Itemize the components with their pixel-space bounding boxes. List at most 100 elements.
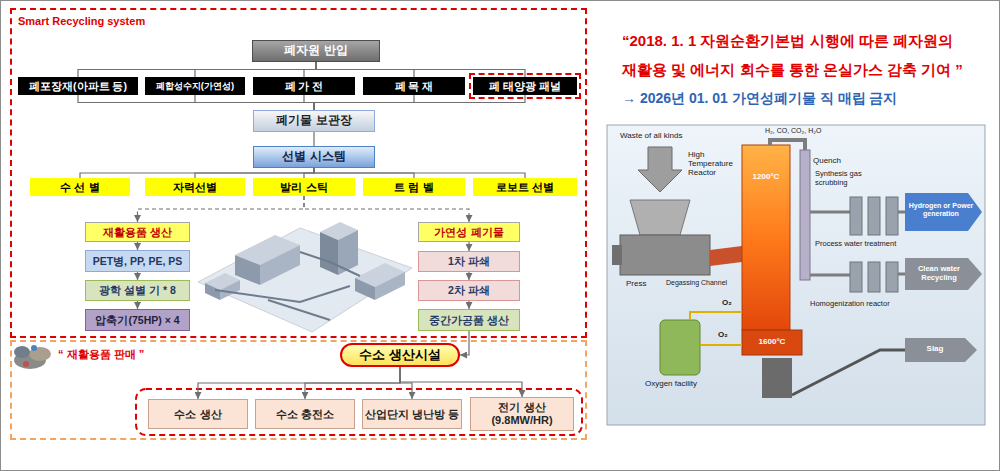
connector — [304, 196, 469, 222]
press-ram — [612, 245, 622, 265]
node-text: 재활용품 생산 — [103, 226, 172, 239]
gasification-process-illustration — [607, 125, 985, 425]
connector — [198, 367, 400, 399]
node-text: 트 럼 벨 — [394, 181, 433, 194]
connector — [313, 132, 314, 146]
node-text: 압축기(75HP) × 4 — [95, 314, 179, 326]
connector — [304, 95, 314, 110]
region-title: “ 재활용품 판매 ” — [58, 348, 144, 361]
sorting-method-box: 트 럼 벨 — [363, 178, 465, 196]
machine-side — [235, 255, 260, 285]
machine-side — [205, 283, 220, 300]
water-column — [850, 262, 862, 292]
node-text: 산업단지 냉난방 등 — [365, 408, 459, 421]
node-text: 1차 파쇄 — [448, 255, 490, 267]
reactor-column — [742, 145, 790, 330]
conveyor — [215, 286, 350, 302]
connector — [195, 168, 314, 178]
sorting-method-box: 수 선 별 — [30, 178, 130, 196]
process-box: 중간가공품 생산 — [418, 309, 520, 331]
quench — [800, 150, 810, 280]
connector — [195, 62, 316, 77]
node-text: 2차 파쇄 — [448, 284, 490, 296]
illustration-label: Homogenization reactor — [810, 300, 892, 309]
stream-box: 재활용품 생산 — [85, 222, 190, 242]
sorting-method-box: 로보트 선별 — [473, 178, 577, 196]
gas-pipe — [770, 140, 805, 150]
illustration-label: O₂ — [718, 330, 734, 339]
hopper — [630, 200, 690, 235]
sorting-method-box: 발리 스틱 — [253, 178, 355, 196]
waste-type-box: 폐 목 재 — [363, 77, 465, 95]
water-arrow — [905, 258, 982, 290]
node-text: 폐 가 전 — [285, 80, 324, 92]
illustration-label: Press — [626, 279, 660, 288]
input-box: 폐자원 반입 — [252, 40, 380, 62]
output-box: 수소 충전소 — [255, 399, 355, 429]
illustration-label: 1200°C — [744, 172, 788, 181]
process-box: 압축기(75HP) × 4 — [85, 309, 190, 331]
process-box: 광학 설별 기 * 8 — [85, 280, 190, 301]
connector — [137, 242, 138, 250]
oxygen-tank — [660, 320, 700, 375]
connector — [138, 196, 305, 222]
hydrogen-arrow — [905, 193, 982, 231]
machine-side — [338, 230, 358, 275]
scrubber — [868, 197, 880, 235]
node-text: 중간가공품 생산 — [429, 314, 509, 326]
waste-heap — [14, 346, 30, 358]
illustration-label: O₂ — [722, 298, 738, 307]
connector — [304, 168, 314, 178]
sorting-box: 선별 시스템 — [253, 146, 375, 168]
illustration-label: Slag — [906, 344, 964, 353]
node-text: 가연성 폐기물 — [434, 226, 503, 239]
machine-side — [355, 278, 375, 300]
node-text: 선별 시스템 — [282, 150, 345, 164]
node-text: 폐포장재(아파트 등) — [29, 80, 127, 92]
waste-bit — [31, 345, 37, 351]
connector — [316, 62, 525, 77]
water-column — [886, 262, 898, 292]
connector — [468, 272, 469, 280]
utilization-region: “ 재활용품 판매 ”수소 생산시설수소 생산수소 충전소산업단지 냉난방 등전… — [10, 340, 587, 440]
connector — [195, 95, 314, 110]
illustration-label: H₂, CO, CO₂, H₂O — [765, 127, 837, 135]
node-text: 폐기물 보관장 — [276, 114, 351, 128]
illustration-label: Hydrogen or Power generation — [906, 202, 976, 219]
facility-oval: 수소 생산시설 — [340, 343, 460, 367]
connector — [137, 272, 138, 280]
node-text: 폐 목 재 — [395, 80, 434, 92]
pipe — [810, 211, 850, 214]
node-text: 로보트 선별 — [496, 181, 554, 194]
node-text: 수소 생산시설 — [359, 348, 441, 363]
connector — [304, 62, 316, 77]
illustration-label: Process water treatment — [815, 240, 897, 249]
oxygen-line — [690, 312, 742, 320]
illustration-label: Quench — [813, 156, 853, 165]
headline-text: → 2026년 01. 01 가연성폐기물 직 매립 금지 — [622, 90, 994, 107]
waste-bit — [23, 361, 29, 367]
illustration-label: Degassing Channel — [666, 279, 740, 287]
node-text: 광학 설별 기 * 8 — [99, 284, 176, 296]
connector — [80, 168, 314, 178]
stream-box: 가연성 폐기물 — [418, 222, 520, 242]
process-box: PET병, PP, PE, PS — [85, 250, 190, 272]
connector — [468, 242, 469, 251]
waste-type-box: 폐합성수지(가연성) — [145, 77, 245, 95]
slag-arrow — [905, 338, 977, 362]
node-text: 폐 태양광 패널 — [489, 80, 561, 92]
node-text: PET병, PP, PE, PS — [93, 255, 183, 267]
headline-text: “2018. 1. 1 자원순환기본법 시행에 따른 폐자원의 재활용 및 에너… — [622, 26, 994, 85]
machine-side — [375, 272, 405, 300]
process-box: 1차 파쇄 — [418, 251, 520, 272]
slag-pit — [762, 358, 792, 398]
process-box: 2차 파쇄 — [418, 280, 520, 301]
machine-side — [260, 245, 300, 285]
illustration-label: 1600°C — [744, 337, 800, 346]
illustration-label: Waste of all kinds — [620, 131, 700, 140]
node-text: 자력선별 — [173, 181, 217, 194]
connector — [460, 331, 469, 355]
output-box: 산업단지 냉난방 등 — [362, 399, 462, 429]
waste-pile — [14, 345, 51, 369]
